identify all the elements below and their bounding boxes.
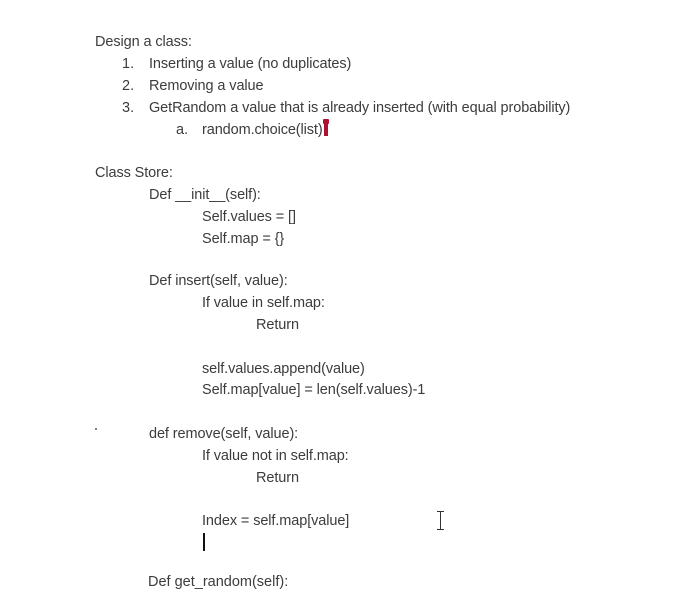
remove-if-line: If value not in self.map: [202,448,349,464]
insert-return-line: Return [256,317,299,333]
list-number-3: 3. [122,100,135,116]
heading: Design a class: [95,34,192,50]
stray-dot [95,428,97,430]
remove-return-line: Return [256,470,299,486]
ibeam-cursor-icon [436,511,446,530]
insert-def-line: Def insert(self, value): [149,273,288,289]
text-caret-icon [203,533,205,551]
sub-list-item: random.choice(list) [202,119,329,139]
remove-index-line: Index = self.map[value] [202,513,350,529]
list-number-1: 1. [122,56,135,72]
init-def-line: Def __init__(self): [149,187,261,203]
insert-if-line: If value in self.map: [202,295,325,311]
init-values-line: Self.values = [] [202,209,296,225]
insert-map-line: Self.map[value] = len(self.values)-1 [202,382,426,398]
class-line: Class Store: [95,165,173,181]
init-map-line: Self.map = {} [202,231,285,247]
list-item-3: GetRandom a value that is already insert… [149,100,571,116]
cut-off-line: Def get_random(self): [148,574,289,590]
sub-list-item-text: random.choice(list) [202,122,323,138]
collaborator-cursor-icon [322,119,329,136]
list-number-2: 2. [122,78,135,94]
list-item-2: Removing a value [149,78,264,94]
remove-def-line: def remove(self, value): [149,426,299,442]
insert-append-line: self.values.append(value) [202,361,365,377]
sub-list-letter: a. [176,122,189,138]
list-item-1: Inserting a value (no duplicates) [149,56,352,72]
